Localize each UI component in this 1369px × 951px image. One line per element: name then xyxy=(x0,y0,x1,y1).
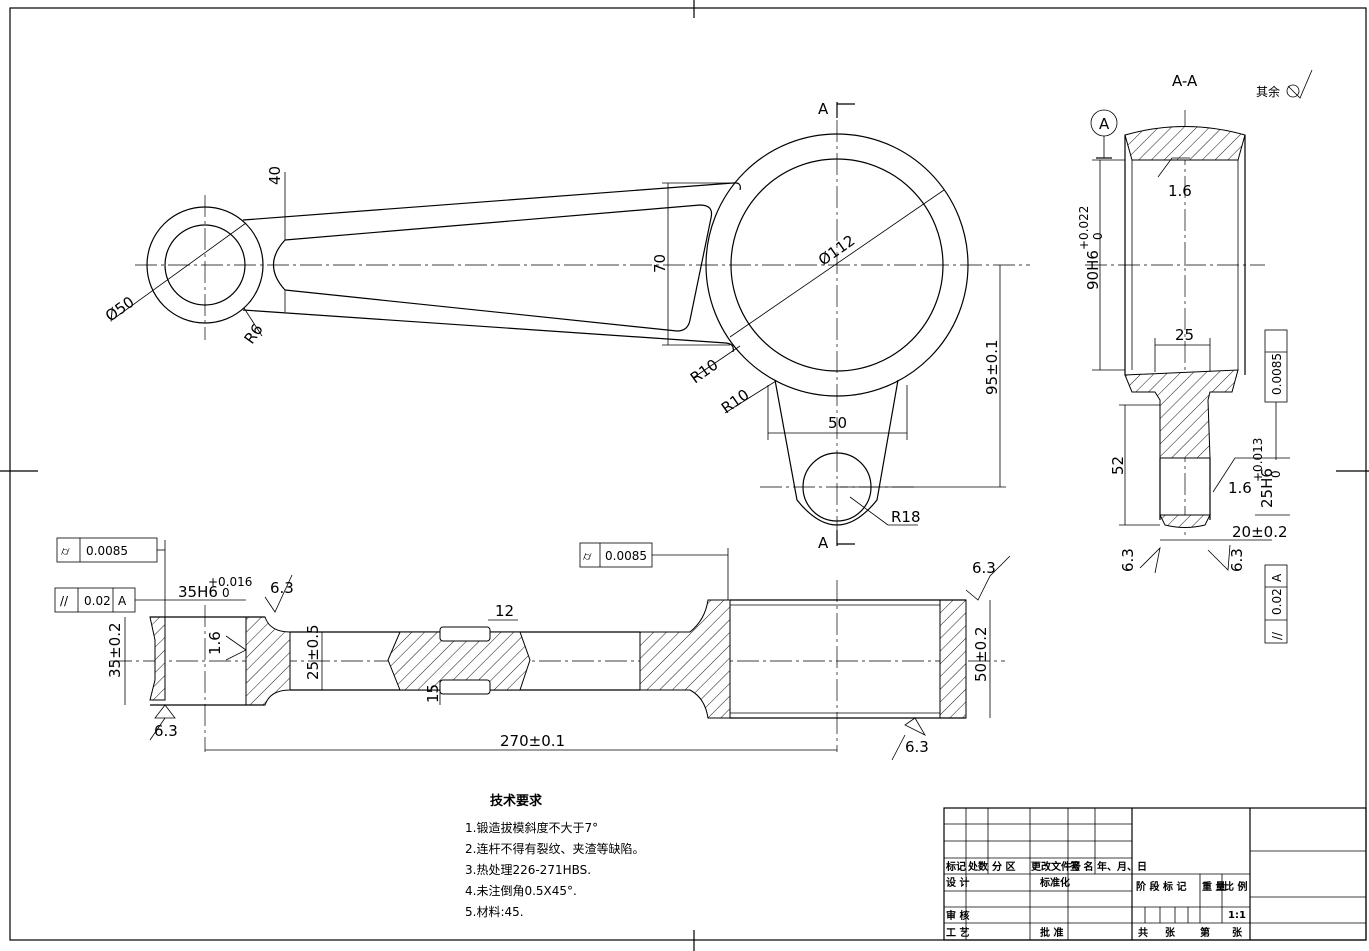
tech-item-5: 5.材料:45. xyxy=(465,905,524,919)
tb-biaoji: 标记 xyxy=(945,860,966,873)
section-view: A-A 其余 A 90H6 +0.022 0 1.6 25 0.0085 xyxy=(1077,69,1313,644)
rough-6-3-c: 6.3 xyxy=(270,579,294,597)
dim-35: 35±0.2 xyxy=(106,622,124,678)
dim-r10-a: R10 xyxy=(687,356,722,388)
dim-20: 20±0.2 xyxy=(1232,523,1288,541)
dim-r18: R18 xyxy=(891,508,921,526)
rough-1-6-c: 1.6 xyxy=(1228,479,1252,497)
dim-90-tol-upper: +0.022 xyxy=(1077,206,1091,250)
tech-requirements: 技术要求 1.锻造拔模斜度不大于7° 2.连杆不得有裂纹、夹渣等缺陷。 3.热处… xyxy=(465,793,644,919)
tb-date: 年、月、日 xyxy=(1097,860,1147,873)
tb-gengai: 更改文件号 xyxy=(1031,860,1081,873)
tb-di: 第 xyxy=(1200,926,1210,939)
dim-r6: R6 xyxy=(241,321,267,348)
cyl-tol-value-2: 0.0085 xyxy=(605,549,647,563)
cyl-tol-value-3: 0.0085 xyxy=(1270,353,1284,395)
dim-50-2: 50±0.2 xyxy=(972,626,990,682)
dim-40: 40 xyxy=(266,166,284,185)
tb-zhang1: 张 xyxy=(1165,926,1176,939)
rough-1-6-a: 1.6 xyxy=(1168,182,1192,200)
dim-50: 50 xyxy=(828,414,847,432)
tech-item-2: 2.连杆不得有裂纹、夹渣等缺陷。 xyxy=(465,841,644,856)
tb-zhang2: 张 xyxy=(1232,926,1243,939)
dim-12: 12 xyxy=(495,602,514,620)
par-datum-2: A xyxy=(1270,573,1284,582)
rough-6-3-e: 6.3 xyxy=(972,559,996,577)
par-tol-value-2: 0.02 xyxy=(1270,588,1284,615)
tb-pizhun: 批 准 xyxy=(1040,926,1063,939)
cyl-symbol-2: ⌭ xyxy=(583,549,592,563)
tech-item-1: 1.锻造拔模斜度不大于7° xyxy=(465,820,598,835)
par-datum-1: A xyxy=(118,594,127,608)
dim-15: 15 xyxy=(424,684,442,703)
rough-6-3-a: 6.3 xyxy=(1119,548,1137,572)
dim-25-tol-lower: 0 xyxy=(1269,470,1283,478)
dim-90h6: 90H6 xyxy=(1084,250,1102,290)
tech-item-4: 4.未注倒角0.5X45°. xyxy=(465,883,577,898)
dim-r10-b: R10 xyxy=(718,386,753,418)
tb-bili: 比 例 xyxy=(1224,880,1247,893)
tb-fenqu: 分 区 xyxy=(992,860,1015,873)
dim-70: 70 xyxy=(651,254,669,273)
dim-35-tol-lower: 0 xyxy=(222,586,230,600)
dim-35h6: 35H6 xyxy=(178,583,218,601)
cut-label-top: A xyxy=(818,100,829,118)
dim-35-tol-upper: +0.016 xyxy=(208,575,252,589)
cut-label-bottom: A xyxy=(818,534,829,552)
par-symbol-2: // xyxy=(1270,631,1284,640)
section-label: A-A xyxy=(1172,72,1198,90)
rough-1-6-b: 1.6 xyxy=(206,631,224,655)
tb-jieduan: 阶 段 标 记 xyxy=(1136,880,1186,893)
dim-50-dia: Ø50 xyxy=(102,293,138,325)
tb-shenhe: 审 核 xyxy=(946,909,969,922)
dim-95: 95±0.1 xyxy=(983,339,1001,395)
tech-title: 技术要求 xyxy=(490,793,543,809)
tech-item-3: 3.热处理226-271HBS. xyxy=(465,863,591,877)
dim-25-tol-upper: +0.013 xyxy=(1251,438,1265,482)
dim-25h6: 25H6 xyxy=(1258,468,1276,508)
bottom-view: ⌭ 0.0085 // 0.02 A 35H6 +0.016 0 6.3 1.6… xyxy=(54,537,1011,761)
datum-label: A xyxy=(1099,115,1110,133)
rough-6-3-f: 6.3 xyxy=(905,738,929,756)
dim-270: 270±0.1 xyxy=(500,732,565,750)
tb-gong: 共 xyxy=(1138,926,1148,939)
rough-6-3-d: 6.3 xyxy=(154,722,178,740)
tb-sheji: 设 计 xyxy=(946,876,969,889)
surface-note: 其余 xyxy=(1256,84,1280,99)
front-view: 40 70 Ø112 Ø50 R6 R10 R10 95±0.1 50 R18 … xyxy=(102,100,1030,552)
cyl-symbol-1: ⌭ xyxy=(61,544,70,558)
tb-chushu: 处数 xyxy=(967,860,989,873)
dim-25-top: 25 xyxy=(1175,326,1194,344)
dim-90-tol-lower: 0 xyxy=(1091,232,1105,240)
cyl-tol-value-1: 0.0085 xyxy=(86,544,128,558)
tb-qianming: 签 名 xyxy=(1069,860,1093,873)
tb-scale: 1:1 xyxy=(1228,910,1246,921)
par-symbol-1: // xyxy=(60,594,69,608)
dim-52: 52 xyxy=(1109,456,1127,475)
tb-biaozhunhua: 标准化 xyxy=(1039,876,1070,889)
par-tol-value-1: 0.02 xyxy=(84,594,111,608)
rough-6-3-b: 6.3 xyxy=(1228,548,1246,572)
tb-gongyi: 工 艺 xyxy=(946,926,969,939)
title-block: 标记 处数 分 区 更改文件号 签 名 年、月、日 设 计 标准化 阶 段 标 … xyxy=(943,807,1367,941)
tb-zhongliang: 重 量 xyxy=(1202,880,1225,893)
dim-25-5: 25±0.5 xyxy=(304,624,322,680)
